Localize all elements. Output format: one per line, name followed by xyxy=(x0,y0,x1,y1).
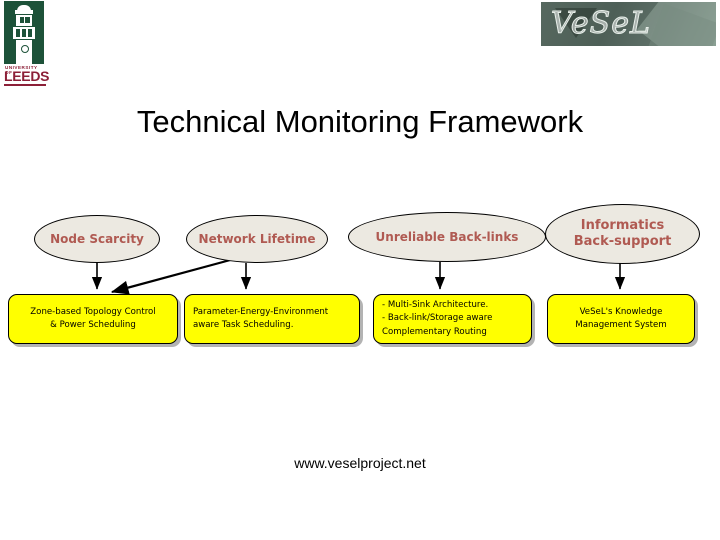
vesel-logo: VeSeL xyxy=(541,2,716,46)
leeds-wordmark: LEEDS xyxy=(4,68,50,84)
university-of-leeds-logo: UNIVERSITY OF LEEDS xyxy=(4,1,50,86)
solution-box-task-scheduling[interactable]: Parameter-Energy-Environment aware Task … xyxy=(184,294,360,344)
leeds-underline-rule xyxy=(4,84,46,86)
solution-label-zone-based-topology-control: Zone-based Topology Control & Power Sche… xyxy=(30,306,156,330)
solution-box-zone-based-topology-control[interactable]: Zone-based Topology Control & Power Sche… xyxy=(8,294,178,344)
solution-box-knowledge-management-system[interactable]: VeSeL's Knowledge Management System xyxy=(547,294,695,344)
solution-label-task-scheduling: Parameter-Energy-Environment aware Task … xyxy=(193,306,329,330)
leeds-tower-crest-icon xyxy=(4,1,44,64)
challenge-label-network-lifetime: Network Lifetime xyxy=(198,231,316,246)
solution-label-multi-sink-routing: - Multi-Sink Architecture. - Back-link/S… xyxy=(382,300,493,337)
challenge-ellipse-network-lifetime[interactable]: Network Lifetime xyxy=(186,215,328,263)
leeds-university-of-text: UNIVERSITY OF xyxy=(5,65,38,75)
challenge-ellipse-informatics-back-support[interactable]: Informatics Back-support xyxy=(545,204,700,264)
footer-website-url: www.veselproject.net xyxy=(294,455,426,471)
vesel-wordmark: VeSeL xyxy=(551,6,651,42)
tower-cap-shape xyxy=(17,5,31,11)
page-title: Technical Monitoring Framework xyxy=(136,104,584,139)
tower-neck-shape xyxy=(15,10,33,14)
tower-mid-slits-shape xyxy=(16,29,32,37)
challenge-ellipse-node-scarcity[interactable]: Node Scarcity xyxy=(34,215,160,263)
tower-clock-shape xyxy=(21,45,29,53)
tower-upper-slits-shape xyxy=(19,17,31,23)
challenge-ellipse-unreliable-back-links[interactable]: Unreliable Back-links xyxy=(348,212,546,262)
solution-label-knowledge-management-system: VeSeL's Knowledge Management System xyxy=(575,306,667,330)
connector-network-lifetime-to-zone-based xyxy=(110,257,235,295)
challenge-label-unreliable-back-links: Unreliable Back-links xyxy=(375,229,519,244)
challenge-label-informatics-back-support: Informatics Back-support xyxy=(573,217,672,249)
solution-box-multi-sink-routing[interactable]: - Multi-Sink Architecture. - Back-link/S… xyxy=(373,294,532,344)
challenge-label-node-scarcity: Node Scarcity xyxy=(50,231,144,246)
vesel-logo-facet-triangle xyxy=(555,8,597,38)
